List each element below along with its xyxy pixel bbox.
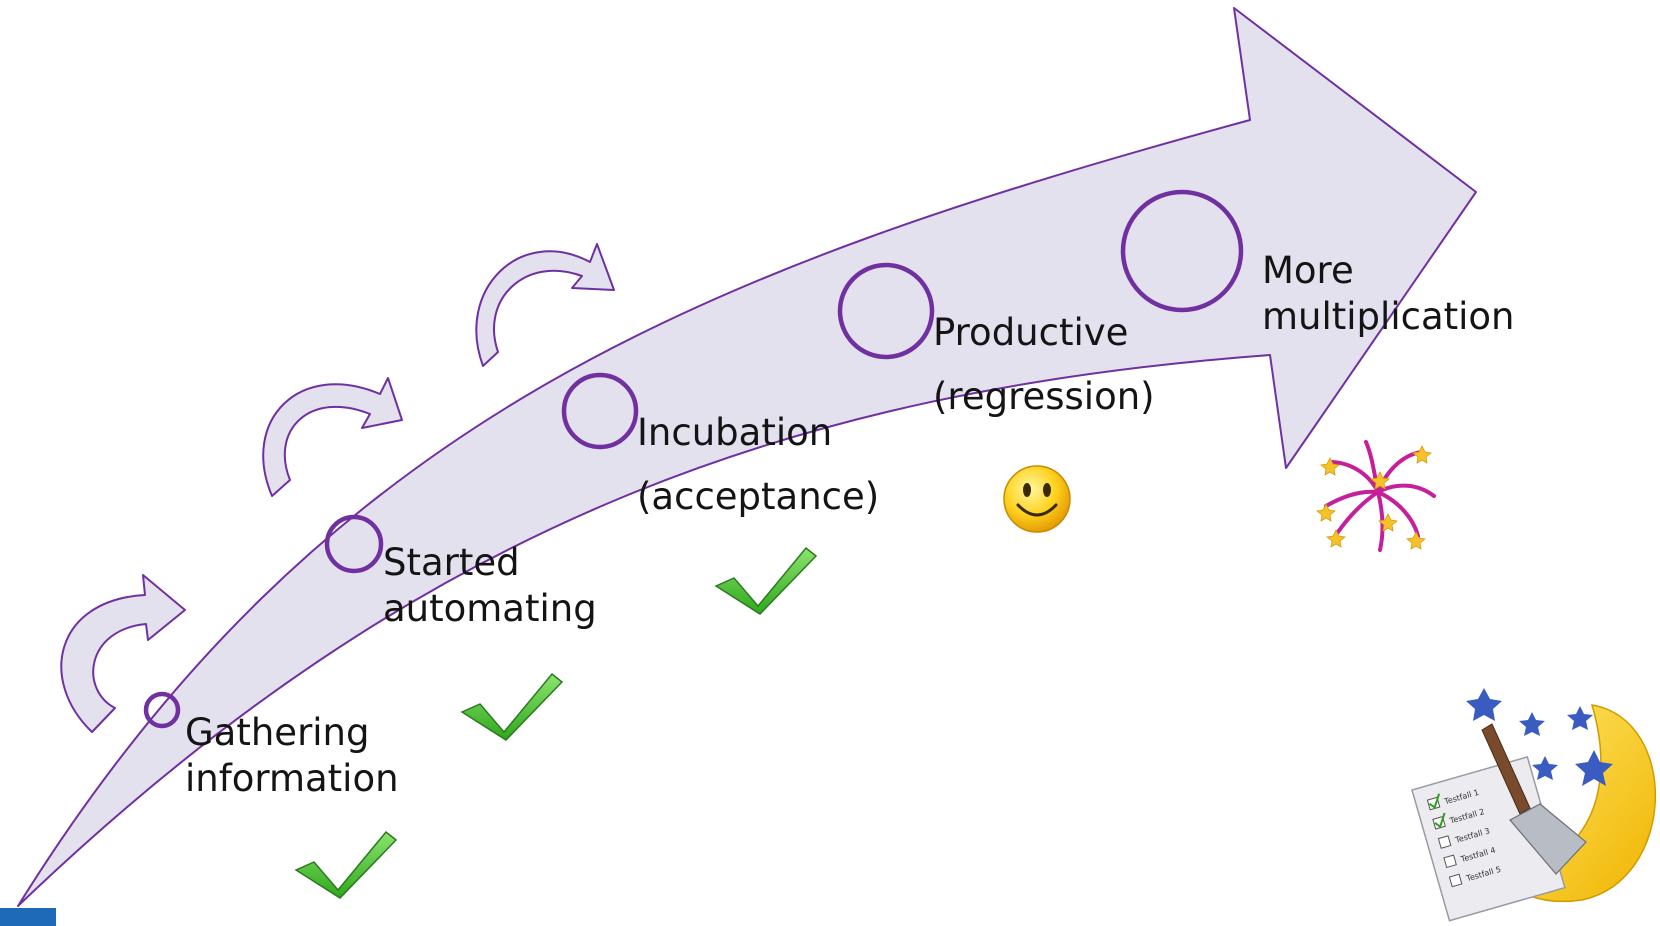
night-test-checklist-icon: Testfall 1 Testfall 2 Testfall 3 Testfal…: [1411, 688, 1657, 922]
stage-label-incubation: Incubation(acceptance): [637, 411, 880, 518]
checkmark-icon: [294, 830, 398, 899]
progress-arrow: [17, 7, 1477, 907]
stage-circle-incubation: [561, 372, 639, 450]
smiley-icon: [1003, 465, 1071, 533]
stage-label-productive: Productive(regression): [933, 311, 1155, 418]
checkmark-icon: [714, 546, 818, 615]
loop-arrow-icon: [262, 377, 403, 497]
stage-circle-productive: [837, 262, 935, 360]
stage-circle-gathering: [143, 691, 181, 729]
checkmark-icon: [460, 672, 564, 741]
corner-tab: [0, 908, 56, 926]
stage-circle-started: [324, 514, 384, 574]
stage-circle-multiplication: [1120, 189, 1244, 313]
loop-arrow-icon: [475, 243, 615, 367]
loop-arrow-icon: [60, 574, 186, 733]
fireworks-icon: [1316, 440, 1436, 552]
